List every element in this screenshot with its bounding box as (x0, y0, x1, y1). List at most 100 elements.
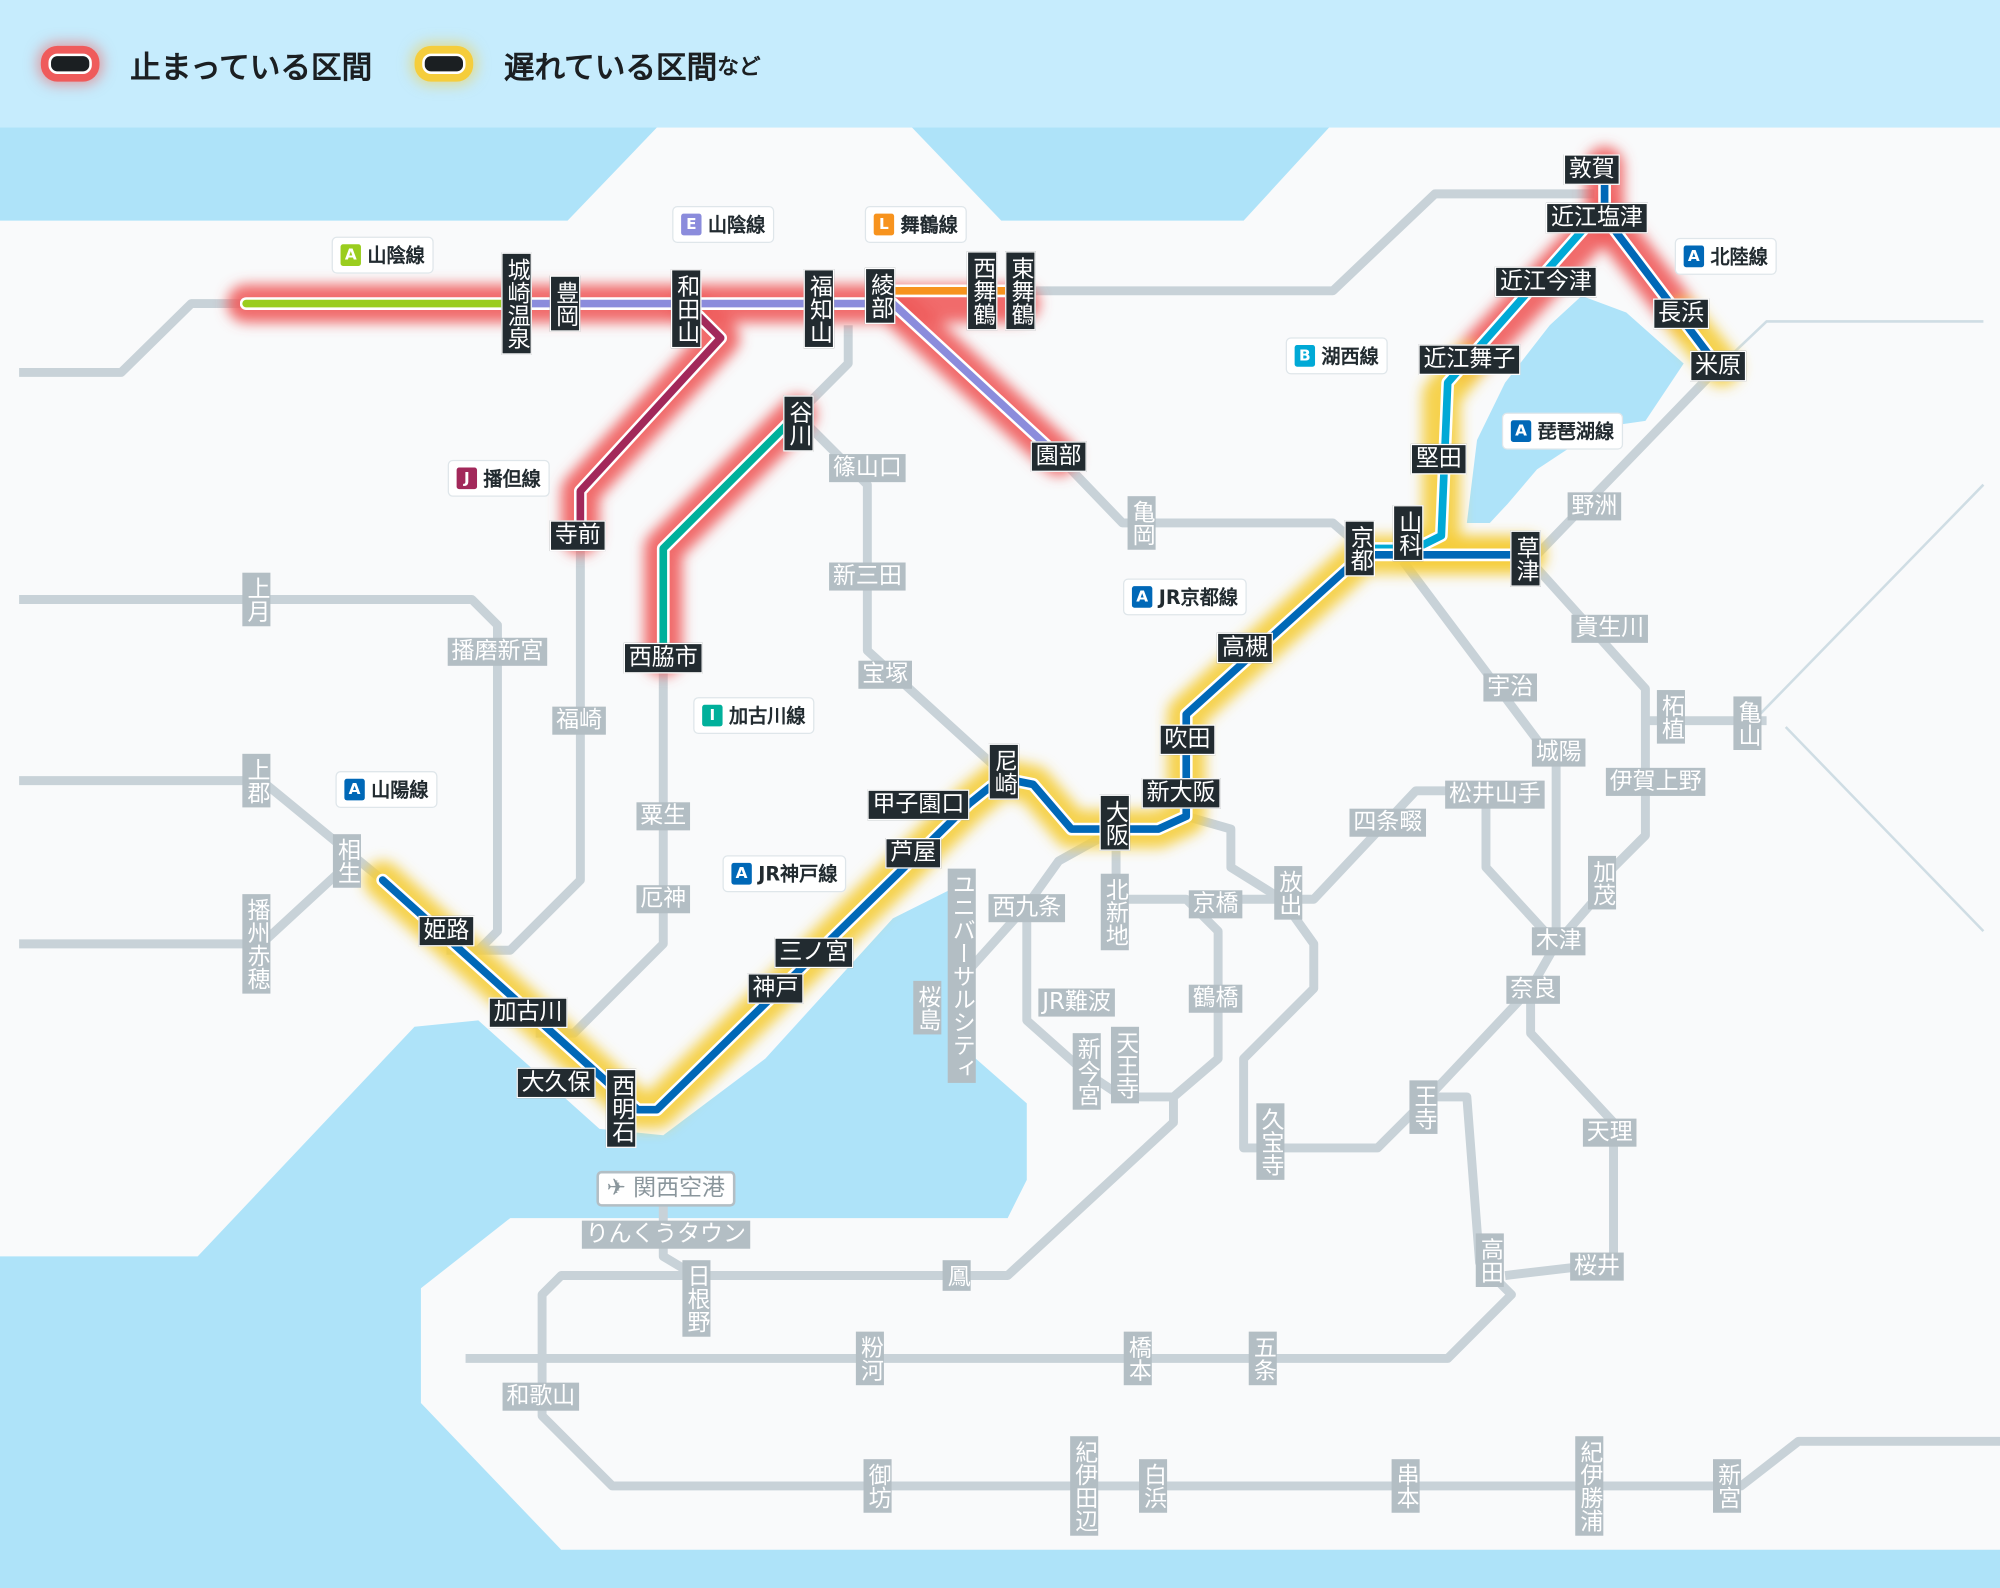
station-kakogawa[interactable]: 加古川 (488, 997, 568, 1029)
station-sasayamaguchi[interactable]: 篠山口 (829, 454, 906, 483)
station-igaueno[interactable]: 伊賀上野 (1605, 767, 1706, 796)
station-shinimamiya[interactable]: 新今宮 (1072, 1033, 1101, 1110)
station-fukuchiyama[interactable]: 福知山 (803, 269, 835, 349)
station-ayabe[interactable]: 綾部 (864, 267, 896, 324)
station-kyobashi[interactable]: 京橋 (1188, 890, 1243, 919)
station-hanaten[interactable]: 放出 (1274, 866, 1303, 920)
station-kibukawa[interactable]: 貴生川 (1571, 614, 1648, 643)
station-gojo[interactable]: 五条 (1248, 1331, 1277, 1386)
station-katata[interactable]: 堅田 (1410, 443, 1467, 475)
station-wakayama[interactable]: 和歌山 (502, 1382, 580, 1411)
station-koshienguchi[interactable]: 甲子園口 (867, 789, 970, 821)
station-kamo[interactable]: 加茂 (1588, 855, 1617, 910)
station-kinosaki[interactable]: 城崎温泉 (501, 252, 532, 355)
line-name: 湖西線 (1321, 345, 1379, 368)
station-kushimoto[interactable]: 串本 (1391, 1459, 1420, 1513)
station-kamigori[interactable]: 上郡 (242, 753, 271, 808)
station-shinsanda[interactable]: 新三田 (829, 562, 906, 591)
station-shingu[interactable]: 新宮 (1713, 1459, 1742, 1513)
station-kusatsu[interactable]: 草津 (1510, 530, 1541, 587)
station-tsuruhashi[interactable]: 鶴橋 (1188, 984, 1243, 1013)
station-ao[interactable]: 粟生 (636, 802, 691, 831)
station-sakurajima[interactable]: 桜島 (913, 980, 942, 1035)
station-gobo[interactable]: 御坊 (863, 1459, 892, 1513)
station-toyooka[interactable]: 豊岡 (549, 275, 581, 332)
station-kyuhoji[interactable]: 久宝寺 (1256, 1103, 1285, 1180)
station-kameoka[interactable]: 亀岡 (1127, 496, 1156, 550)
station-maibara[interactable]: 米原 (1690, 350, 1747, 382)
station-kameyama[interactable]: 亀山 (1733, 696, 1762, 750)
station-kobe[interactable]: 神戸 (747, 973, 804, 1004)
station-takada[interactable]: 高田 (1475, 1233, 1504, 1287)
station-kitashinchi[interactable]: 北新地 (1100, 873, 1129, 951)
station-shinosaka[interactable]: 新大阪 (1141, 778, 1221, 809)
station-nishikujo[interactable]: 西九条 (988, 894, 1066, 923)
station-kozuki[interactable]: 上月 (242, 572, 271, 627)
station-kix[interactable]: ✈ 関西空港 (596, 1170, 736, 1207)
station-kokawa[interactable]: 粉河 (855, 1331, 884, 1386)
station-himeji[interactable]: 姫路 (418, 915, 475, 947)
station-tsuruga[interactable]: 敦賀 (1563, 154, 1620, 185)
station-takatsuki[interactable]: 高槻 (1216, 632, 1273, 664)
station-sonobe[interactable]: 園部 (1030, 441, 1087, 472)
station-hashimoto[interactable]: 橋本 (1123, 1331, 1152, 1386)
station-tsuge[interactable]: 柘植 (1656, 690, 1685, 744)
station-tennoji[interactable]: 天王寺 (1110, 1026, 1140, 1104)
station-shijonawate[interactable]: 四条畷 (1349, 808, 1427, 837)
station-hineno[interactable]: 日根野 (682, 1260, 711, 1337)
station-uji[interactable]: 宇治 (1483, 673, 1537, 702)
station-nagahama[interactable]: 長浜 (1653, 298, 1710, 330)
station-tenri[interactable]: 天理 (1582, 1118, 1637, 1147)
station-oji[interactable]: 王寺 (1409, 1080, 1438, 1134)
station-teramae[interactable]: 寺前 (549, 520, 606, 552)
station-otori[interactable]: 鳳 (942, 1260, 971, 1291)
station-usj[interactable]: ユニバーサルシティ (947, 868, 976, 1083)
station-matsuiyamate[interactable]: 松井山手 (1445, 780, 1545, 809)
station-kiitanabe[interactable]: 紀伊田辺 (1070, 1436, 1099, 1536)
station-amagasaki[interactable]: 尼崎 (988, 743, 1020, 800)
station-imazu[interactable]: 近江今津 (1494, 266, 1597, 298)
station-tanikawa[interactable]: 谷川 (783, 395, 814, 452)
station-kizu[interactable]: 木津 (1531, 927, 1586, 956)
station-wadayama[interactable]: 和田山 (670, 269, 702, 349)
station-jrnamba[interactable]: JR難波 (1038, 988, 1115, 1017)
station-banshuako[interactable]: 播州赤穂 (242, 894, 271, 994)
station-suita[interactable]: 吹田 (1159, 724, 1216, 756)
station-yamashina[interactable]: 山科 (1392, 505, 1424, 562)
station-rinku[interactable]: りんくうタウン (581, 1220, 750, 1249)
station-maiko[interactable]: 近江舞子 (1418, 344, 1521, 375)
station-yasu[interactable]: 野洲 (1567, 492, 1622, 521)
station-kiikatsuura[interactable]: 紀伊勝浦 (1575, 1436, 1604, 1536)
station-nishiakashi[interactable]: 西明石 (605, 1068, 637, 1148)
station-aioi[interactable]: 相生 (332, 834, 361, 888)
station-okubo[interactable]: 大久保 (516, 1067, 596, 1099)
station-shiotsu[interactable]: 近江塩津 (1545, 202, 1648, 234)
station-nishimaizuru[interactable]: 西舞鶴 (966, 251, 998, 331)
station-kyoto[interactable]: 京都 (1344, 520, 1375, 577)
station-nishiwaki[interactable]: 西脇市 (623, 642, 703, 674)
station-joyo[interactable]: 城陽 (1531, 738, 1586, 767)
station-sakurai[interactable]: 桜井 (1570, 1252, 1624, 1281)
station-sannomiya[interactable]: 三ノ宮 (774, 937, 854, 969)
station-ashiya[interactable]: 芦屋 (885, 838, 942, 869)
line-name: 北陸線 (1710, 245, 1768, 269)
station-shirahama[interactable]: 白浜 (1139, 1459, 1168, 1513)
station-yakujin[interactable]: 厄神 (636, 885, 691, 914)
station-nara[interactable]: 奈良 (1506, 975, 1560, 1004)
station-takarazuka[interactable]: 宝塚 (858, 660, 912, 689)
station-fukusaki[interactable]: 福崎 (552, 706, 606, 735)
station-harimashingu[interactable]: 播磨新宮 (447, 637, 548, 666)
station-higashimaizuru[interactable]: 東舞鶴 (1005, 251, 1036, 331)
station-osaka[interactable]: 大阪 (1099, 794, 1131, 851)
